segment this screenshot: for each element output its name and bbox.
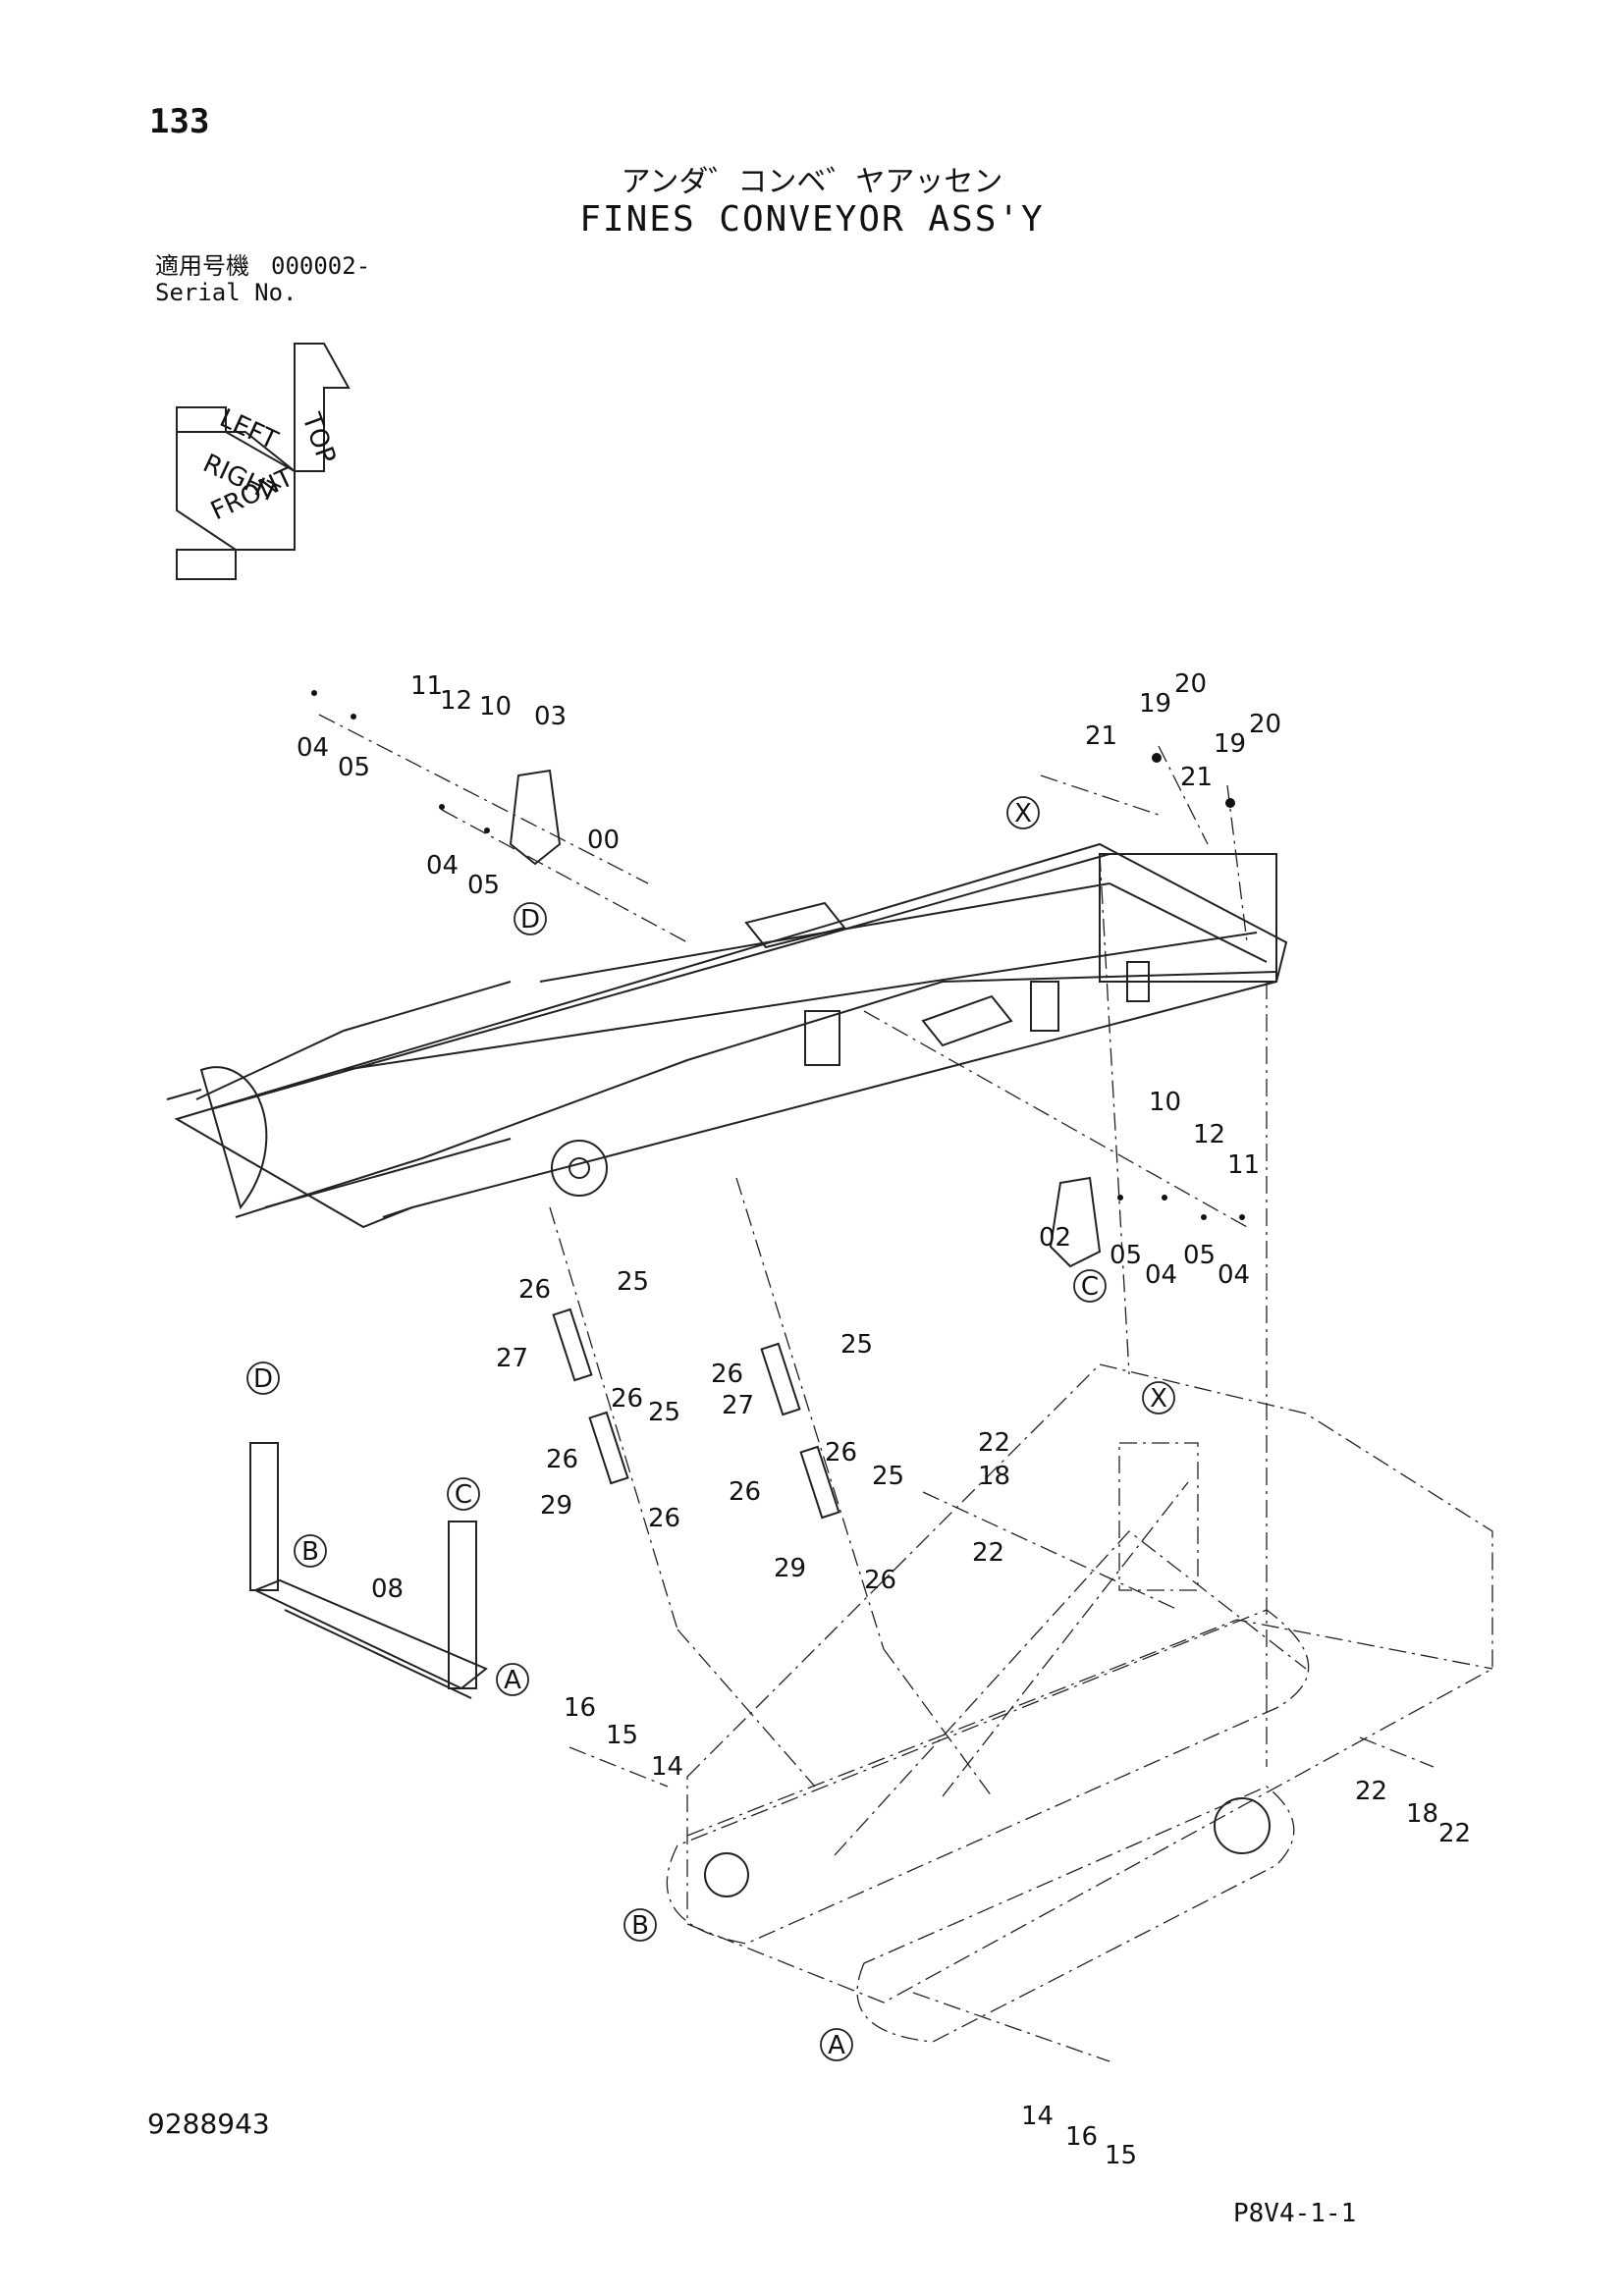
marker-b-left: B <box>294 1534 327 1568</box>
callout-16-bottom: 16 <box>1065 2122 1098 2152</box>
page-number: 133 <box>149 102 210 141</box>
title-english: FINES CONVEYOR ASS'Y <box>579 199 1045 240</box>
callout-21-b: 21 <box>1180 763 1213 792</box>
callout-26-d: 26 <box>648 1504 680 1533</box>
callout-27-b: 27 <box>722 1391 754 1420</box>
callout-04-right: 04 <box>1145 1260 1177 1290</box>
serial-label-en: Serial No. <box>155 279 298 306</box>
callout-08: 08 <box>371 1575 404 1604</box>
callout-05-mid: 05 <box>467 871 500 900</box>
callout-26-a: 26 <box>518 1275 551 1305</box>
callout-12-top: 12 <box>440 686 472 716</box>
callout-14-left: 14 <box>651 1752 683 1782</box>
callout-22-right: 22 <box>1355 1777 1387 1806</box>
callout-11-right: 11 <box>1227 1150 1260 1180</box>
callout-15-bottom: 15 <box>1105 2141 1137 2170</box>
document-number: 9288943 <box>147 2108 270 2140</box>
svg-text:C: C <box>1081 1272 1099 1302</box>
conveyor-frame <box>166 842 1288 1229</box>
callout-26-c: 26 <box>546 1445 578 1474</box>
marker-d-top: D <box>514 902 547 935</box>
orientation-icon: LEFT RIGHT FRONT TOP <box>176 343 351 580</box>
callout-04-mid: 04 <box>426 851 459 881</box>
svg-text:B: B <box>631 1911 649 1941</box>
svg-text:X: X <box>1150 1384 1167 1414</box>
svg-text:D: D <box>253 1364 273 1394</box>
callout-10-top: 10 <box>479 692 512 721</box>
callout-18-right: 18 <box>1406 1799 1438 1829</box>
callout-26-h: 26 <box>864 1566 896 1595</box>
side-plate-03 <box>509 769 562 866</box>
marker-a-left: A <box>496 1663 529 1696</box>
title-japanese: アンダ゛コンベ゛ヤアッセン <box>621 165 1003 199</box>
callout-21-a: 21 <box>1085 721 1117 751</box>
callout-22-mid: 22 <box>972 1538 1004 1568</box>
callout-22-far: 22 <box>1438 1819 1471 1848</box>
callout-16-left: 16 <box>564 1693 596 1723</box>
support-frame-08 <box>249 1442 488 1699</box>
callout-29-b: 29 <box>774 1554 806 1583</box>
callout-20-b: 20 <box>1249 710 1281 739</box>
marker-c-left: C <box>447 1477 480 1511</box>
callout-25-c: 25 <box>840 1330 873 1360</box>
callout-00: 00 <box>587 826 620 855</box>
svg-text:X: X <box>1014 799 1032 828</box>
callout-labels: 00 02 03 04 04 04 04 05 05 05 05 08 10 1… <box>297 669 1471 2170</box>
serial-value: 000002- <box>271 252 371 280</box>
callout-26-b: 26 <box>611 1384 643 1414</box>
serial-block: 適用号機 000002- Serial No. <box>155 253 370 306</box>
callout-25-a: 25 <box>617 1267 649 1297</box>
callout-27-a: 27 <box>496 1344 528 1373</box>
svg-text:A: A <box>504 1666 521 1695</box>
callout-25-b: 25 <box>648 1398 680 1427</box>
undercarriage <box>666 1363 1493 2043</box>
callout-05-top: 05 <box>338 753 370 782</box>
serial-label-jp: 適用号機 <box>155 252 249 280</box>
marker-b-lower: B <box>623 1908 657 1942</box>
callout-05-far: 05 <box>1183 1241 1216 1270</box>
marker-x-lower: X <box>1142 1381 1175 1415</box>
callout-15-left: 15 <box>606 1721 638 1750</box>
callout-11-top: 11 <box>410 671 443 701</box>
reference-markers: X D C X D C B A <box>246 796 1175 2061</box>
svg-text:B: B <box>301 1537 319 1567</box>
callout-29-a: 29 <box>540 1491 572 1521</box>
callout-02: 02 <box>1039 1223 1071 1253</box>
fastener-glyphs <box>311 690 1245 1220</box>
page-reference: P8V4-1-1 <box>1233 2199 1357 2228</box>
callout-26-f: 26 <box>825 1438 857 1468</box>
callout-12-right: 12 <box>1193 1120 1225 1149</box>
callout-04-top: 04 <box>297 733 329 763</box>
assembly-leader-lines <box>318 714 1435 2062</box>
marker-x-top: X <box>1006 796 1040 829</box>
callout-20-a: 20 <box>1174 669 1207 699</box>
callout-26-g: 26 <box>729 1477 761 1507</box>
side-plate-02 <box>1049 1176 1102 1268</box>
callout-05-right: 05 <box>1110 1241 1142 1270</box>
callout-10-right: 10 <box>1149 1088 1181 1117</box>
callout-19-a: 19 <box>1139 689 1171 719</box>
callout-19-b: 19 <box>1214 729 1246 759</box>
callout-25-d: 25 <box>872 1462 904 1491</box>
svg-text:D: D <box>520 905 540 934</box>
callout-14-bottom: 14 <box>1021 2102 1054 2131</box>
marker-d-left: D <box>246 1362 280 1395</box>
svg-text:A: A <box>828 2031 845 2060</box>
callout-04-far: 04 <box>1218 1260 1250 1290</box>
callout-03: 03 <box>534 702 567 731</box>
callout-22-top: 22 <box>978 1428 1010 1458</box>
callout-18-top: 18 <box>978 1462 1010 1491</box>
marker-a-lower: A <box>820 2028 853 2061</box>
svg-text:C: C <box>455 1480 472 1510</box>
gas-springs <box>552 1308 840 1520</box>
marker-c-right: C <box>1073 1269 1107 1303</box>
callout-26-e: 26 <box>711 1360 743 1389</box>
